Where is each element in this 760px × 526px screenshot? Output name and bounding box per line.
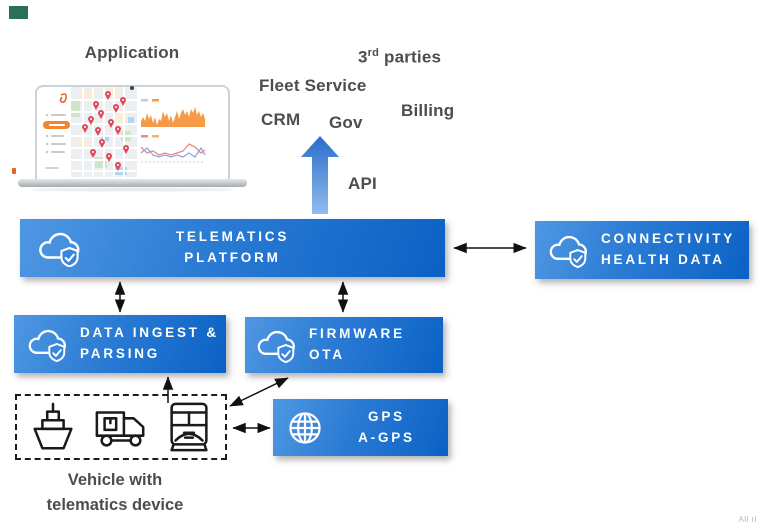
vehicles-caption-line2: telematics device bbox=[46, 495, 184, 514]
laptop-camera-dot bbox=[130, 86, 134, 90]
cloud-shield-check-icon bbox=[39, 232, 80, 267]
crm-label: CRM bbox=[261, 110, 301, 129]
map-panel bbox=[71, 87, 137, 177]
laptop-base-shadow bbox=[30, 188, 235, 191]
third-parties-label: 3rd parties bbox=[358, 47, 441, 68]
bar-chart-thumbnail bbox=[141, 99, 205, 127]
billing-label: Billing bbox=[401, 101, 455, 120]
charts-panel bbox=[140, 99, 206, 163]
ship-icon bbox=[33, 402, 73, 450]
cloud-shield-check-icon bbox=[257, 330, 295, 363]
train-icon bbox=[170, 402, 208, 452]
firmware-line2: OTA bbox=[309, 347, 345, 362]
laptop-screen bbox=[35, 85, 230, 179]
fleet-service-label: Fleet Service bbox=[259, 76, 367, 95]
firmware-ota-label: FIRMWARE OTA bbox=[309, 324, 405, 366]
third-parties-sup: rd bbox=[367, 47, 380, 59]
line-chart-thumbnail bbox=[140, 135, 206, 163]
dashboard-illustration bbox=[43, 87, 206, 177]
firmware-ota-box: FIRMWARE OTA bbox=[245, 317, 443, 373]
orange-speck bbox=[12, 168, 16, 174]
telematics-platform-box: TELEMATICS PLATFORM bbox=[20, 219, 445, 277]
connectivity-line2: HEALTH DATA bbox=[601, 252, 725, 267]
data-ingest-line1: DATA INGEST & bbox=[80, 325, 219, 341]
app-logo-icon bbox=[59, 93, 67, 103]
third-parties-base: 3 bbox=[358, 47, 368, 67]
connectivity-health-data-label: CONNECTIVITY HEALTH DATA bbox=[601, 229, 735, 271]
laptop-base bbox=[18, 179, 247, 187]
connectivity-health-data-box: CONNECTIVITY HEALTH DATA bbox=[535, 221, 749, 279]
telematics-platform-label: TELEMATICS PLATFORM bbox=[20, 227, 445, 269]
delivery-truck-icon bbox=[95, 411, 145, 447]
data-ingest-parsing-box: DATA INGEST & PARSING bbox=[14, 315, 226, 373]
gps-line1: GPS bbox=[368, 408, 405, 424]
gps-agps-box: GPS A-GPS bbox=[273, 399, 448, 456]
telematics-line2: PLATFORM bbox=[184, 250, 281, 265]
api-upload-arrow bbox=[301, 136, 339, 214]
third-parties-rest: parties bbox=[384, 47, 442, 67]
api-label: API bbox=[348, 174, 377, 193]
connectivity-line1: CONNECTIVITY bbox=[601, 231, 736, 247]
telematics-line1: TELEMATICS bbox=[175, 229, 290, 245]
corner-mark bbox=[9, 6, 28, 19]
gps-line2: A-GPS bbox=[358, 429, 415, 445]
data-ingest-line2: PARSING bbox=[80, 346, 161, 361]
data-ingest-parsing-label: DATA INGEST & PARSING bbox=[80, 323, 219, 365]
cloud-shield-check-icon bbox=[28, 329, 66, 362]
vehicles-caption-line1: Vehicle with bbox=[67, 471, 163, 489]
app-sidebar bbox=[43, 93, 70, 169]
watermark-text: All ri bbox=[738, 515, 757, 524]
map-pins bbox=[82, 91, 129, 171]
vehicles-caption: Vehicle with telematics device bbox=[10, 468, 220, 518]
gov-label: Gov bbox=[329, 113, 363, 132]
cloud-shield-check-icon bbox=[549, 235, 587, 268]
gps-agps-label: GPS A-GPS bbox=[325, 407, 448, 449]
vehicles-group-box bbox=[15, 394, 227, 460]
globe-icon bbox=[289, 411, 321, 444]
application-label: Application bbox=[84, 43, 180, 62]
firmware-line1: FIRMWARE bbox=[309, 326, 405, 342]
